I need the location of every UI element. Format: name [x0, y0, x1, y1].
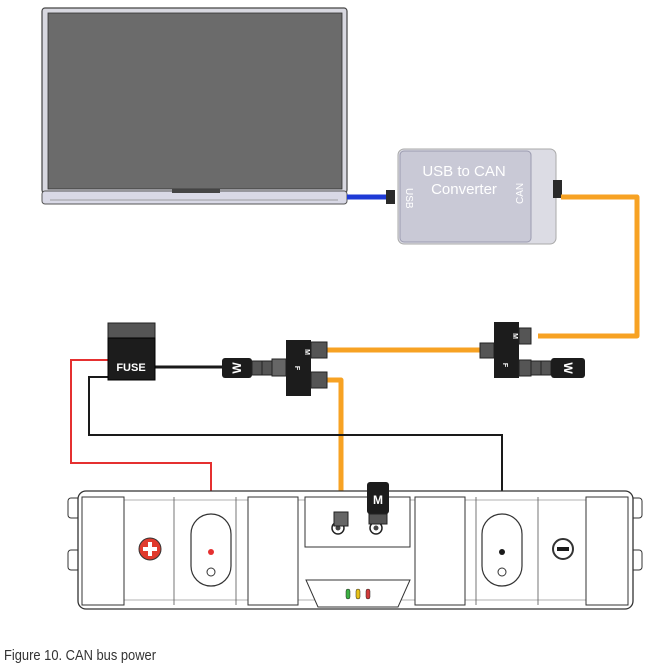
fuse-label: FUSE: [116, 362, 145, 374]
fuse: FUSE: [107, 322, 156, 381]
figure-caption: Figure 10. CAN bus power: [4, 647, 157, 664]
usb-to-can-converter: USB to CAN Converter USB CAN: [397, 148, 562, 245]
can-cable-converter-to-tee: [538, 194, 640, 339]
negative-terminal: [481, 513, 523, 587]
converter-can-label: CAN: [515, 183, 526, 204]
battery-can-plug: [333, 511, 349, 527]
battery-terminator-label: M: [373, 493, 383, 507]
can-cable-tee-to-battery: [327, 377, 344, 520]
laptop: [41, 7, 348, 205]
left-tee-port-m: M: [303, 349, 310, 355]
battery: [67, 490, 643, 610]
battery-terminator: M: [367, 482, 389, 525]
plus-icon: [138, 537, 162, 561]
left-tee-port-f: F: [293, 366, 300, 371]
can-cables: [327, 194, 640, 520]
negative-wire: [88, 376, 503, 552]
status-led-green: [345, 588, 351, 600]
positive-terminal: [190, 513, 232, 587]
right-terminator: W: [530, 358, 585, 378]
usb-cable: [347, 190, 395, 204]
status-led-red: [365, 588, 371, 600]
laptop-hinge: [172, 189, 220, 193]
status-led-yellow: [355, 588, 361, 600]
right-tee-port-f: F: [501, 363, 508, 368]
left-tee-connector: M F: [271, 340, 328, 396]
converter-title-line1: USB to CAN: [422, 163, 505, 180]
converter-title-line2: Converter: [431, 181, 497, 198]
left-terminator-label: W: [230, 362, 244, 374]
right-tee-port-m: M: [511, 333, 518, 339]
left-terminator: W: [222, 358, 273, 378]
laptop-screen: [47, 12, 343, 190]
converter-usb-label: USB: [403, 188, 414, 209]
right-tee-connector: M F: [479, 322, 532, 378]
minus-icon: [552, 538, 574, 560]
can-bus-power-diagram: USB to CAN Converter USB CAN FUSE W M F: [41, 7, 643, 610]
right-terminator-label: W: [561, 362, 575, 374]
converter-can-port: [553, 180, 562, 198]
